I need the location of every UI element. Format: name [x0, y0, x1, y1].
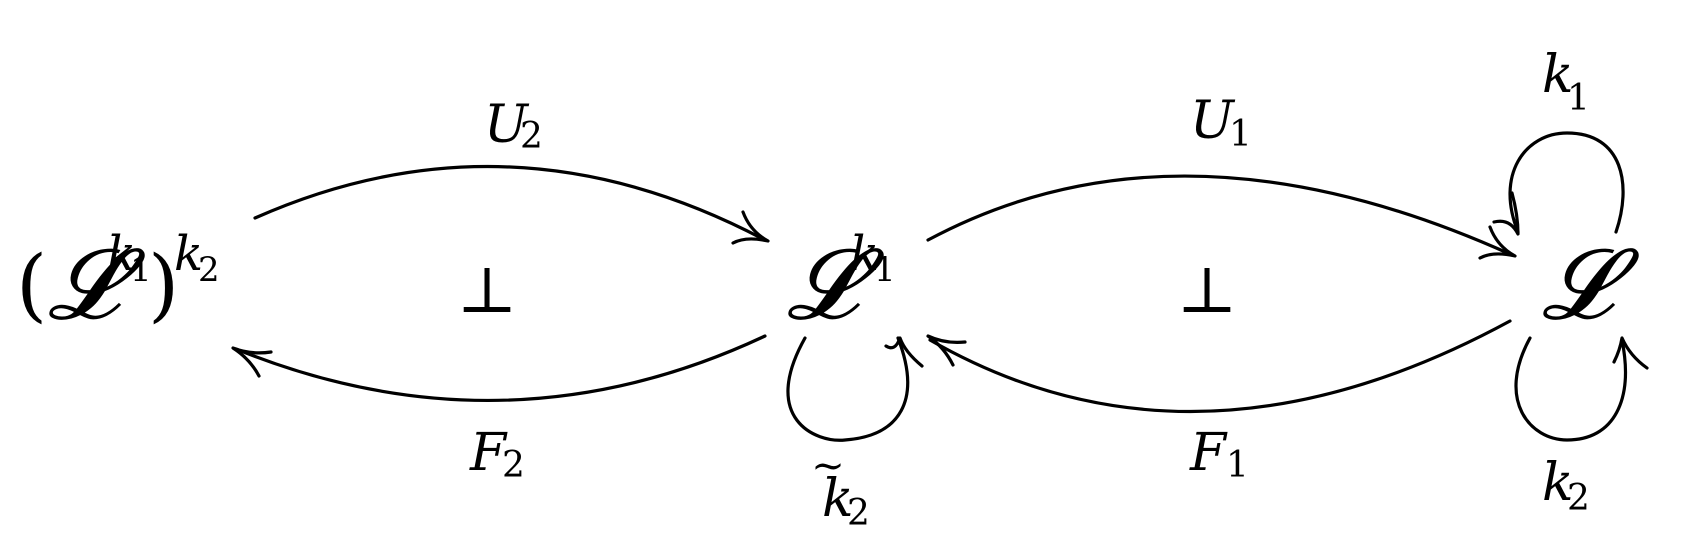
node-right-base: 𝓛	[1542, 228, 1640, 342]
loop-right-bottom	[1514, 336, 1649, 442]
loop-middle	[786, 336, 924, 442]
label-f1-letter: F	[1189, 423, 1228, 483]
node-left-sup2: k	[174, 226, 203, 282]
arrow-f2	[231, 334, 767, 402]
label-loop-right-top: k 1	[1542, 45, 1590, 119]
label-loop-right-bottom-sub: 2	[1567, 478, 1590, 519]
label-u1: U 1	[1190, 91, 1252, 155]
node-left-sup1-sub: 1	[130, 250, 152, 290]
node-right: 𝓛	[1542, 228, 1640, 342]
arrow-u1	[926, 174, 1517, 260]
label-loop-right-bottom-letter: k	[1542, 453, 1574, 513]
label-u2-letter: U	[484, 95, 530, 155]
node-left: ( 𝓛 k 1 ) k 2	[16, 226, 220, 342]
arrow-f1-line	[928, 319, 1512, 414]
loop-right-top-line	[1508, 131, 1625, 234]
label-u1-sub: 1	[1229, 114, 1252, 155]
node-left-sup2-sub: 2	[198, 250, 220, 290]
arrow-u1-head	[1478, 225, 1517, 260]
label-loop-middle: ~ k 2	[811, 443, 870, 534]
adjunction-right-symbol: ⊥	[1177, 254, 1237, 328]
node-left-sup1: k	[107, 226, 136, 282]
label-f1-sub: 1	[1226, 445, 1249, 486]
node-middle: 𝓛 k 1	[787, 226, 896, 342]
label-loop-middle-accent: ~	[811, 443, 845, 489]
label-loop-right-top-letter: k	[1542, 45, 1574, 105]
node-left-close-paren: )	[148, 238, 179, 331]
label-f2-sub: 2	[502, 445, 525, 486]
label-loop-middle-letter: k	[822, 469, 854, 529]
node-left-open-paren: (	[16, 238, 47, 331]
label-f2-letter: F	[469, 423, 508, 483]
arrow-u2	[253, 164, 770, 245]
loop-right-bottom-line	[1514, 336, 1627, 442]
loop-middle-head	[884, 336, 924, 368]
label-f1: F 1	[1189, 423, 1249, 486]
label-loop-right-top-sub: 1	[1567, 78, 1590, 119]
loop-right-top	[1492, 131, 1625, 236]
loop-right-top-head	[1492, 191, 1520, 236]
arrow-f1-head	[926, 334, 967, 367]
label-loop-middle-sub: 2	[847, 493, 870, 534]
label-u1-letter: U	[1190, 91, 1236, 151]
loop-middle-line	[786, 336, 910, 442]
adjunction-left-symbol: ⊥	[457, 254, 517, 328]
label-loop-right-bottom: k 2	[1542, 453, 1590, 519]
arrow-u1-line	[926, 174, 1514, 257]
label-u2: U 2	[484, 95, 543, 157]
label-f2: F 2	[469, 423, 525, 486]
arrow-u2-head	[731, 210, 770, 245]
arrow-f1	[926, 319, 1512, 414]
arrow-f2-head	[231, 346, 273, 378]
arrow-u2-line	[253, 164, 767, 242]
node-middle-sup-sub: 1	[874, 250, 896, 290]
label-u2-sub: 2	[520, 116, 543, 157]
loop-right-bottom-head	[1612, 336, 1649, 370]
node-middle-sup: k	[850, 226, 879, 282]
arrow-f2-line	[234, 334, 767, 402]
